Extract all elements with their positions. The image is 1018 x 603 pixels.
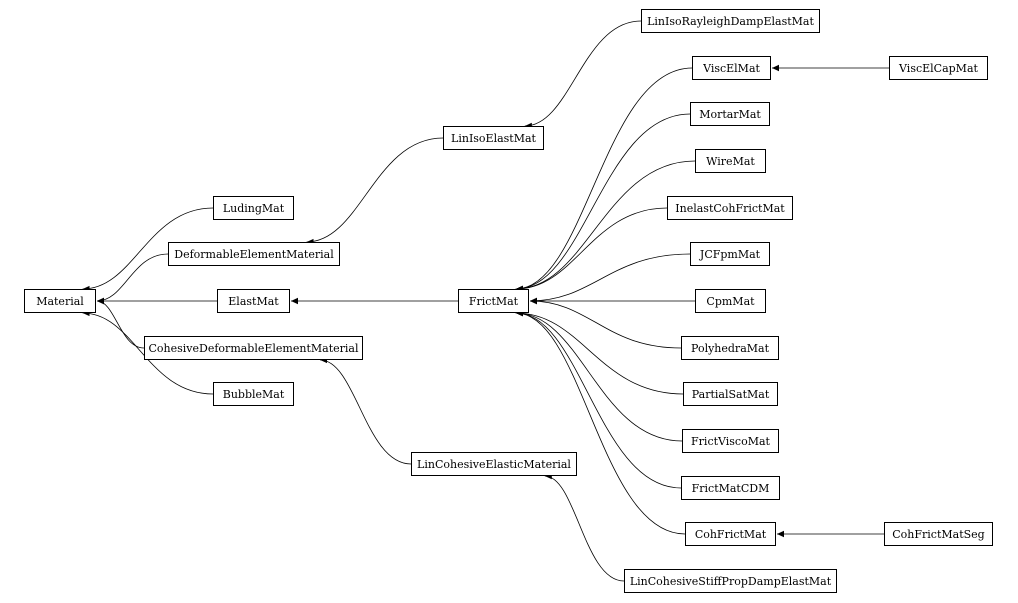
- edge-ludingmat-to-material: [82, 207, 214, 293]
- node-cpmmat[interactable]: CpmMat: [695, 289, 766, 313]
- edge-frictviscomat-to-frictmat: [515, 309, 683, 442]
- edge-lincohesivestiffpropdampelastmat-to-lincohesiveelasticmaterial: [544, 472, 625, 582]
- edge-mortarmat-to-frictmat: [515, 113, 691, 293]
- edge-cohesivedeformableelementmaterial-to-material: [96, 297, 145, 349]
- edge-inelastcohfrictmat-to-frictmat: [515, 207, 668, 293]
- node-cohesivedeformableelementmaterial[interactable]: CohesiveDeformableElementMaterial: [144, 336, 363, 360]
- node-mortarmat[interactable]: MortarMat: [690, 102, 770, 126]
- node-jcfpmmat[interactable]: JCFpmMat: [690, 242, 770, 266]
- node-material[interactable]: Material: [24, 289, 96, 313]
- node-elastmat[interactable]: ElastMat: [217, 289, 290, 313]
- edge-linisoelastmat-to-deformableelementmaterial: [306, 137, 444, 246]
- edge-jcfpmmat-to-frictmat: [529, 253, 691, 305]
- node-cohfrictmatseg[interactable]: CohFrictMatSeg: [884, 522, 993, 546]
- edge-polyhedramat-to-frictmat: [529, 297, 682, 349]
- node-viscelmat[interactable]: ViscElMat: [692, 56, 771, 80]
- edge-cohfrictmat-to-frictmat: [515, 309, 686, 535]
- node-partialsatmat[interactable]: PartialSatMat: [683, 382, 778, 406]
- node-viscelcapmat[interactable]: ViscElCapMat: [889, 56, 988, 80]
- edge-linisorayleighdampelastmat-to-linisoelastmat: [524, 20, 642, 130]
- node-cohfrictmat[interactable]: CohFrictMat: [685, 522, 776, 546]
- node-frictmatcdm[interactable]: FrictMatCDM: [681, 476, 780, 500]
- edge-viscelmat-to-frictmat: [515, 67, 693, 293]
- node-frictviscomat[interactable]: FrictViscoMat: [682, 429, 779, 453]
- node-ludingmat[interactable]: LudingMat: [213, 196, 294, 220]
- edge-frictmatcdm-to-frictmat: [515, 309, 682, 489]
- edge-partialsatmat-to-frictmat: [515, 309, 684, 395]
- node-deformableelementmaterial[interactable]: DeformableElementMaterial: [168, 242, 340, 266]
- node-linisoelastmat[interactable]: LinIsoElastMat: [443, 126, 544, 150]
- node-linisorayleighdampelastmat[interactable]: LinIsoRayleighDampElastMat: [641, 9, 820, 33]
- node-inelastcohfrictmat[interactable]: InelastCohFrictMat: [667, 196, 793, 220]
- node-polyhedramat[interactable]: PolyhedraMat: [681, 336, 779, 360]
- edge-deformableelementmaterial-to-material: [96, 253, 169, 305]
- node-frictmat[interactable]: FrictMat: [458, 289, 529, 313]
- node-lincohesivestiffpropdampelastmat[interactable]: LinCohesiveStiffPropDampElastMat: [624, 569, 837, 593]
- edge-lincohesiveelasticmaterial-to-cohesivedeformableelementmaterial: [320, 356, 412, 465]
- edge-wiremat-to-frictmat: [515, 160, 696, 293]
- edge-bubblemat-to-material: [82, 309, 214, 395]
- node-bubblemat[interactable]: BubbleMat: [213, 382, 294, 406]
- node-wiremat[interactable]: WireMat: [695, 149, 766, 173]
- node-lincohesiveelasticmaterial[interactable]: LinCohesiveElasticMaterial: [411, 452, 577, 476]
